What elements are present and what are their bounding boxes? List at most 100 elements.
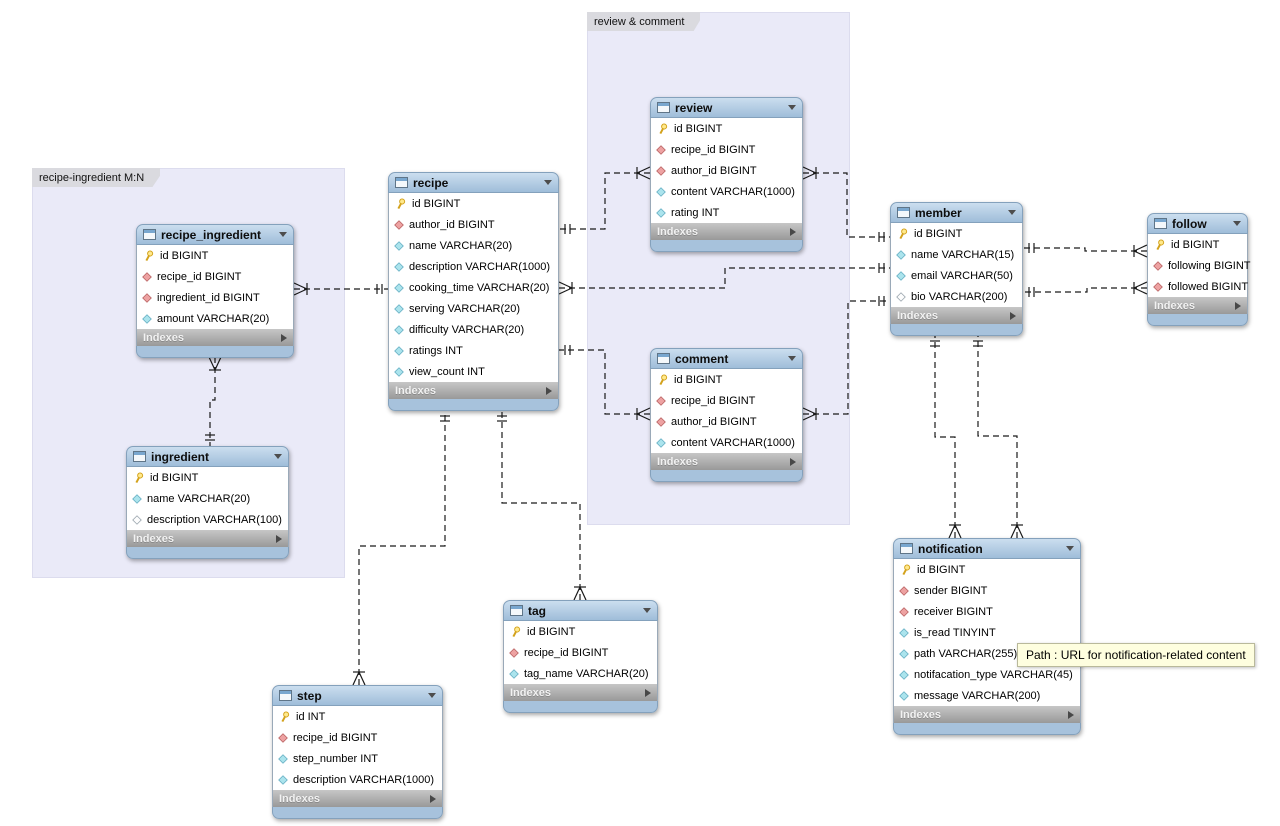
column-row[interactable]: rating INT <box>651 202 802 223</box>
indexes-bar[interactable]: Indexes <box>126 530 289 547</box>
column-row[interactable]: description VARCHAR(1000) <box>389 256 558 277</box>
region-label-tab[interactable]: review & comment <box>587 12 701 31</box>
expand-arrow-icon[interactable] <box>1235 301 1241 310</box>
column-row[interactable]: author_id BIGINT <box>651 160 802 181</box>
column-row[interactable]: recipe_id BIGINT <box>137 266 293 287</box>
expand-arrow-icon[interactable] <box>645 688 651 697</box>
column-row[interactable]: content VARCHAR(1000) <box>651 432 802 453</box>
column-row[interactable]: author_id BIGINT <box>389 214 558 235</box>
collapse-caret-icon[interactable] <box>274 454 282 459</box>
column-row[interactable]: name VARCHAR(20) <box>389 235 558 256</box>
column-row[interactable]: step_number INT <box>273 748 442 769</box>
column-row[interactable]: ingredient_id BIGINT <box>137 287 293 308</box>
relationship-notification-member-receiver[interactable] <box>973 335 1024 539</box>
collapse-caret-icon[interactable] <box>1008 210 1016 215</box>
relationship-comment-member[interactable] <box>802 296 890 421</box>
column-row[interactable]: name VARCHAR(15) <box>891 244 1022 265</box>
column-row[interactable]: description VARCHAR(100) <box>127 509 288 530</box>
indexes-bar[interactable]: Indexes <box>272 790 443 807</box>
expand-arrow-icon[interactable] <box>1068 710 1074 719</box>
column-row[interactable]: difficulty VARCHAR(20) <box>389 319 558 340</box>
relationship-review-recipe[interactable] <box>559 166 651 234</box>
collapse-caret-icon[interactable] <box>544 180 552 185</box>
column-row[interactable]: receiver BIGINT <box>894 601 1080 622</box>
expand-arrow-icon[interactable] <box>430 794 436 803</box>
collapse-caret-icon[interactable] <box>428 693 436 698</box>
expand-arrow-icon[interactable] <box>790 227 796 236</box>
indexes-bar[interactable]: Indexes <box>650 453 803 470</box>
indexes-bar[interactable]: Indexes <box>893 706 1081 723</box>
column-row[interactable]: path VARCHAR(255) <box>894 643 1080 664</box>
column-row[interactable]: is_read TINYINT <box>894 622 1080 643</box>
relationship-follow-member-following[interactable] <box>1023 243 1148 258</box>
expand-arrow-icon[interactable] <box>790 457 796 466</box>
column-row[interactable]: id INT <box>273 706 442 727</box>
column-row[interactable]: email VARCHAR(50) <box>891 265 1022 286</box>
column-row[interactable]: notifacation_type VARCHAR(45) <box>894 664 1080 685</box>
expand-arrow-icon[interactable] <box>276 534 282 543</box>
column-row[interactable]: recipe_id BIGINT <box>651 139 802 160</box>
column-row[interactable]: amount VARCHAR(20) <box>137 308 293 329</box>
relationship-recipe_ingredient-recipe[interactable] <box>293 282 388 296</box>
column-row[interactable]: id BIGINT <box>504 621 657 642</box>
relationship-comment-recipe[interactable] <box>559 345 651 421</box>
column-row[interactable]: description VARCHAR(1000) <box>273 769 442 790</box>
column-row[interactable]: recipe_id BIGINT <box>651 390 802 411</box>
indexes-bar[interactable]: Indexes <box>388 382 559 399</box>
relationship-step-recipe[interactable] <box>352 410 450 686</box>
column-row[interactable]: id BIGINT <box>651 369 802 390</box>
column-row[interactable]: recipe_id BIGINT <box>273 727 442 748</box>
column-row[interactable]: ratings INT <box>389 340 558 361</box>
column-row[interactable]: id BIGINT <box>1148 234 1247 255</box>
collapse-caret-icon[interactable] <box>1066 546 1074 551</box>
relationship-notification-member-sender[interactable] <box>930 335 962 539</box>
expand-arrow-icon[interactable] <box>281 333 287 342</box>
column-row[interactable]: bio VARCHAR(200) <box>891 286 1022 307</box>
indexes-bar[interactable]: Indexes <box>890 307 1023 324</box>
column-row[interactable]: followed BIGINT <box>1148 276 1248 297</box>
column-row[interactable]: cooking_time VARCHAR(20) <box>389 277 558 298</box>
column-row[interactable]: id BIGINT <box>891 223 1022 244</box>
column-row[interactable]: following BIGINT <box>1148 255 1251 276</box>
column-row[interactable]: message VARCHAR(200) <box>894 685 1080 706</box>
column-row[interactable]: id BIGINT <box>389 193 558 214</box>
column-row[interactable]: id BIGINT <box>127 467 288 488</box>
indexes-bar[interactable]: Indexes <box>136 329 294 346</box>
indexes-bar[interactable]: Indexes <box>1147 297 1248 314</box>
expand-arrow-icon[interactable] <box>1010 311 1016 320</box>
column-row[interactable]: id BIGINT <box>137 245 293 266</box>
indexes-bar[interactable]: Indexes <box>650 223 803 240</box>
column-row[interactable]: id BIGINT <box>894 559 1080 580</box>
relationship-recipe_ingredient-ingredient[interactable] <box>205 356 222 446</box>
relationship-recipe-member[interactable] <box>558 263 890 295</box>
column-row[interactable]: view_count INT <box>389 361 558 382</box>
column-row[interactable]: content VARCHAR(1000) <box>651 181 802 202</box>
relationship-review-member[interactable] <box>802 166 890 242</box>
column-row[interactable]: tag_name VARCHAR(20) <box>504 663 657 684</box>
column-row[interactable]: serving VARCHAR(20) <box>389 298 558 319</box>
column-row[interactable]: recipe_id BIGINT <box>504 642 657 663</box>
collapse-caret-icon[interactable] <box>643 608 651 613</box>
column-row[interactable]: id BIGINT <box>651 118 802 139</box>
column-row[interactable]: author_id BIGINT <box>651 411 802 432</box>
relationship-follow-member-followed[interactable] <box>1023 281 1148 297</box>
column-row[interactable]: name VARCHAR(20) <box>127 488 288 509</box>
collapse-caret-icon[interactable] <box>1233 221 1241 226</box>
indexes-bar[interactable]: Indexes <box>503 684 658 701</box>
region-label-tab[interactable]: recipe-ingredient M:N <box>32 168 161 187</box>
relationship-tag-recipe[interactable] <box>497 410 587 601</box>
collapse-caret-icon[interactable] <box>788 356 796 361</box>
collapse-caret-icon[interactable] <box>788 105 796 110</box>
collapse-caret-icon[interactable] <box>279 232 287 237</box>
